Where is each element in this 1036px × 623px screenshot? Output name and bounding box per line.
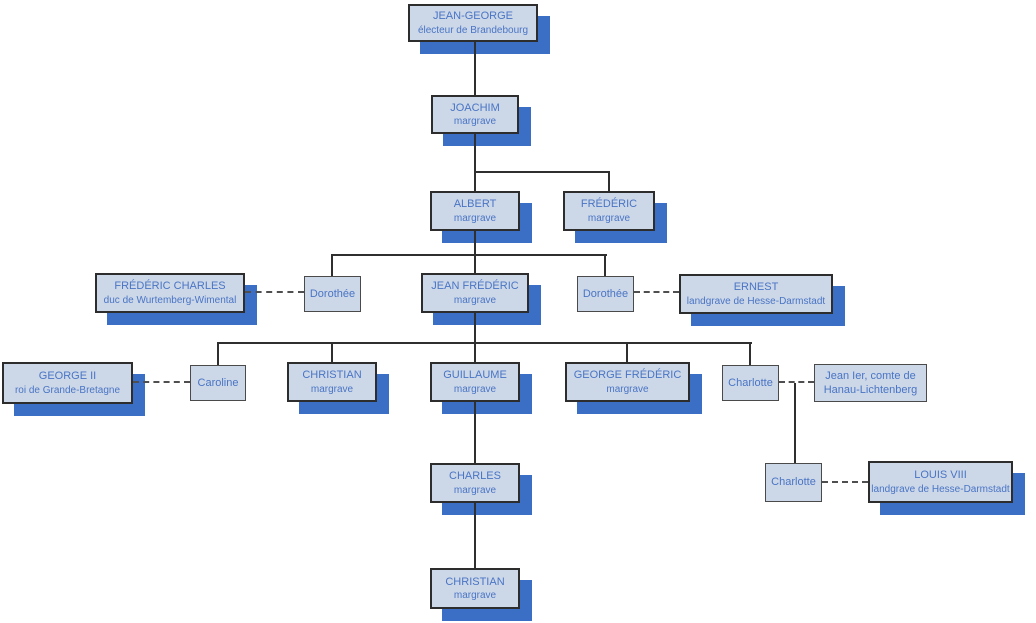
node-ernest: ERNEST landgrave de Hesse-Darmstadt [679,274,833,314]
node-title: Caroline [197,376,239,389]
connector-drop-dorothee-1 [331,254,333,276]
node-title: FRÉDÉRIC [580,198,638,211]
node-title: Dorothée [582,287,629,300]
node-subtitle: roi de Grande-Bretagne [14,384,121,396]
node-frederic-charles: FRÉDÉRIC CHARLES duc de Wurtemberg-Wimen… [95,273,245,313]
connector-jeanfrederic-children-rail [217,342,752,344]
marriage-charlotte-1-jean-ier [779,381,814,383]
node-george-frederic: GEORGE FRÉDÉRIC margrave [565,362,690,402]
connector-drop-george-frederic [626,342,628,362]
node-louis-viii: LOUIS VIII landgrave de Hesse-Darmstadt [868,461,1013,503]
node-title: CHARLES [449,470,501,483]
node-christian-1: CHRISTIAN margrave [287,362,377,402]
connector-drop-charlotte-1 [749,342,751,365]
node-title: GEORGE FRÉDÉRIC [573,369,682,382]
connector-drop-caroline [217,342,219,365]
node-subtitle: margrave [453,590,497,602]
node-albert: ALBERT margrave [430,191,520,231]
node-title: FRÉDÉRIC CHARLES [114,280,226,293]
connector-albert-children-rail [331,254,607,256]
node-subtitle: margrave [453,294,497,306]
node-title: Charlotte [728,376,773,389]
connector-marriage-to-charlotte-2 [794,383,796,463]
node-title: JEAN FRÉDÉRIC [431,280,519,293]
node-title: JEAN-GEORGE [432,10,514,23]
node-subtitle: margrave [453,484,497,496]
connector-joachim-albert [474,134,476,191]
node-subtitle: margrave [606,383,649,395]
node-george-ii: GEORGE II roi de Grande-Bretagne [2,362,133,404]
node-guillaume: GUILLAUME margrave [430,362,520,402]
node-subtitle: margrave [587,212,631,224]
connector-drop-frederic [608,171,610,191]
connector-albert-jeanfrederic [474,231,476,273]
node-charlotte-1: Charlotte [722,365,779,401]
marriage-george-ii-caroline [133,381,190,383]
node-title: Charlotte [771,476,816,489]
connector-drop-christian-1 [331,342,333,362]
node-caroline: Caroline [190,365,246,401]
node-joachim: JOACHIM margrave [431,95,519,134]
node-title: GEORGE II [38,370,97,383]
node-title: JOACHIM [450,101,500,114]
node-jean-frederic: JEAN FRÉDÉRIC margrave [421,273,529,313]
node-title: Jean Ier, comte de [825,369,916,382]
node-subtitle: landgrave de Hesse-Darmstadt [871,483,1010,495]
node-subtitle: Hanau-Lichtenberg [823,384,918,396]
node-dorothee-2: Dorothée [577,276,634,312]
node-title: Dorothée [309,287,356,300]
connector-guillaume-charles [474,402,476,463]
node-charles: CHARLES margrave [430,463,520,503]
node-title: CHRISTIAN [302,369,362,382]
node-frederic: FRÉDÉRIC margrave [563,191,655,231]
node-subtitle: margrave [453,383,497,395]
node-title: ERNEST [733,281,779,294]
node-title: GUILLAUME [443,369,507,382]
node-dorothee-1: Dorothée [304,276,361,312]
node-title: LOUIS VIII [914,469,967,482]
node-subtitle: duc de Wurtemberg-Wimental [103,294,237,306]
node-jean-ier: Jean Ier, comte de Hanau-Lichtenberg [814,364,927,402]
connector-charles-christian-2 [474,503,476,568]
node-christian-2: CHRISTIAN margrave [430,568,520,609]
node-subtitle: landgrave de Hesse-Darmstadt [686,295,826,307]
node-subtitle: margrave [453,116,497,128]
marriage-charlotte-2-louis-viii [822,481,868,483]
node-title: ALBERT [453,198,497,211]
connector-drop-dorothee-2 [604,254,606,276]
node-subtitle: margrave [453,212,497,224]
marriage-dorothee-2-ernest [634,291,679,293]
connector-joachim-children-rail [474,171,610,173]
node-charlotte-2: Charlotte [765,463,822,502]
node-subtitle: margrave [310,383,354,395]
node-jean-george: JEAN-GEORGE électeur de Brandebourg [408,4,538,42]
node-title: CHRISTIAN [445,575,505,588]
node-subtitle: électeur de Brandebourg [417,24,529,36]
connector-jeanfrederic-stem [474,313,476,343]
connector-jeangeorge-joachim [474,42,476,95]
marriage-fredericcharles-dorothee-1 [245,291,304,293]
connector-drop-guillaume [474,342,476,362]
